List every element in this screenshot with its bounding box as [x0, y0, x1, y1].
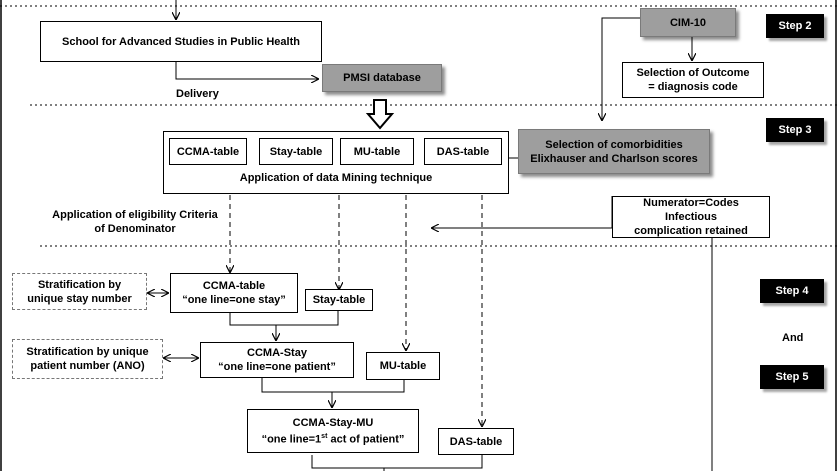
- step2-label: Step 2: [778, 20, 812, 32]
- eligibility-line1: Application of eligibility Criteria: [52, 209, 218, 221]
- pmsi-box: PMSI database: [322, 64, 442, 92]
- strat-patient-box: Stratification by unique patient number …: [12, 339, 163, 379]
- ccma-stay-mu-line1: CCMA-Stay-MU: [292, 416, 374, 429]
- ccma-stay-mu-line2-post: act of patient”: [327, 433, 405, 446]
- mu-table-box: MU-table: [366, 352, 440, 380]
- mu-table-label: MU-table: [379, 360, 427, 372]
- das-table-box: DAS-table: [438, 428, 514, 455]
- numerator-line2: complication retained: [634, 225, 748, 237]
- comorbidities-line1: Selection of comorbidities: [545, 138, 683, 151]
- step5-badge: Step 5: [760, 365, 824, 389]
- table-das-label: DAS-table: [436, 145, 490, 158]
- step4-label: Step 4: [775, 285, 809, 297]
- ccma-stay-mu-box: CCMA-Stay-MU “one line=1st act of patien…: [247, 409, 419, 453]
- outcome-line2: = diagnosis code: [648, 81, 738, 93]
- table-das: DAS-table: [424, 138, 502, 165]
- step5-label: Step 5: [775, 371, 809, 383]
- eligibility-text: Application of eligibility Criteria of D…: [35, 208, 235, 236]
- strat-stay-line2: unique stay number: [27, 292, 132, 305]
- ccma-table-line2: “one line=one stay”: [182, 294, 286, 306]
- big-down-arrow: [365, 99, 395, 130]
- ccma-stay-mu-line2-pre: “one line=1: [261, 433, 322, 446]
- table-ccma-label: CCMA-table: [176, 145, 240, 158]
- eligibility-line2: of Denominator: [94, 223, 176, 235]
- ccma-stay-mu-line2: “one line=1st act of patient”: [262, 430, 405, 447]
- cim10-box: CIM-10: [640, 8, 736, 37]
- numerator-line1: Numerator=Codes Infectious: [643, 197, 739, 223]
- delivery-label: Delivery: [176, 88, 219, 100]
- ccma-stay-mu-sup: st: [321, 432, 328, 440]
- comorbidities-line2: Elixhauser and Charlson scores: [530, 152, 698, 165]
- and-label: And: [782, 332, 804, 344]
- comorbidities-box: Selection of comorbidities Elixhauser an…: [518, 129, 710, 174]
- pmsi-label: PMSI database: [343, 72, 421, 84]
- outcome-line1: Selection of Outcome: [636, 67, 750, 79]
- step3-label: Step 3: [778, 124, 812, 136]
- ccma-stay-line1: CCMA-Stay: [247, 347, 307, 359]
- strat-patient-line2: patient number (ANO): [30, 360, 145, 372]
- step4-badge: Step 4: [760, 279, 824, 303]
- ccma-stay-line2: “one line=one patient”: [218, 361, 336, 373]
- strat-stay-box: Stratification by unique stay number: [12, 273, 147, 310]
- ccma-stay-box: CCMA-Stay “one line=one patient”: [200, 342, 354, 378]
- outcome-box: Selection of Outcome = diagnosis code: [622, 62, 764, 98]
- ccma-table-line1: CCMA-table: [202, 280, 266, 292]
- table-mu-label: MU-table: [353, 145, 401, 158]
- mining-label: Application of data Mining technique: [239, 172, 433, 184]
- ccma-table-box: CCMA-table “one line=one stay”: [170, 273, 298, 313]
- table-stay-label: Stay-table: [269, 145, 323, 158]
- cim10-label: CIM-10: [669, 16, 707, 29]
- stay-table-box: Stay-table: [305, 289, 373, 311]
- table-mu: MU-table: [340, 138, 414, 165]
- table-ccma: CCMA-table: [169, 138, 247, 165]
- numerator-box: Numerator=Codes Infectious complication …: [612, 196, 770, 238]
- strat-stay-line1: Stratification by: [37, 278, 122, 291]
- school-label: School for Advanced Studies in Public He…: [62, 35, 300, 48]
- step2-badge: Step 2: [766, 14, 824, 38]
- das-table-label: DAS-table: [449, 435, 503, 448]
- step3-badge: Step 3: [766, 118, 824, 142]
- table-stay: Stay-table: [259, 138, 333, 165]
- strat-patient-line1: Stratification by unique: [26, 346, 149, 358]
- stay-table-label: Stay-table: [312, 294, 366, 306]
- school-box: School for Advanced Studies in Public He…: [40, 21, 322, 62]
